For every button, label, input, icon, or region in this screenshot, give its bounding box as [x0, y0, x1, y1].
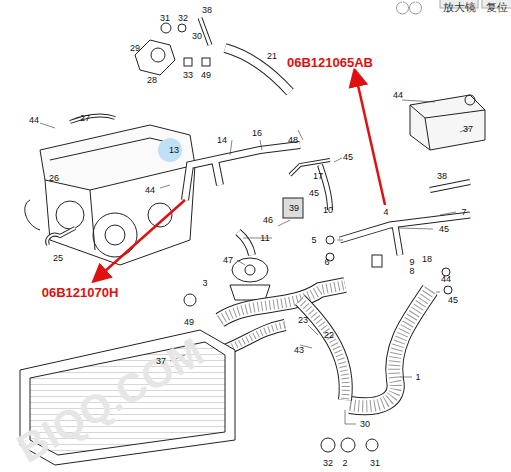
- callout-number: 11: [260, 234, 269, 243]
- callout-number: 37: [463, 125, 473, 134]
- callout-number: 37: [156, 357, 166, 366]
- toolbar-button: 放大镜: [443, 1, 476, 12]
- callout-number: 49: [184, 318, 194, 327]
- callout-number: 38: [202, 6, 212, 15]
- callout-number: 22: [324, 331, 334, 340]
- callout-number: 44: [29, 116, 39, 125]
- callout-number: 33: [183, 71, 193, 80]
- callout-number: 1: [415, 373, 420, 382]
- toolbar-button: 复位: [486, 1, 508, 12]
- callout-number: 29: [130, 44, 140, 53]
- callout-number: 25: [53, 254, 63, 263]
- callout-number: 39: [289, 204, 299, 213]
- callout-number: 2: [342, 459, 347, 468]
- callout-number: 28: [147, 76, 157, 85]
- part-number: 06B121070H: [41, 286, 120, 299]
- callout-number: 32: [178, 14, 188, 23]
- callout-number: 45: [439, 225, 449, 234]
- callout-number: 30: [192, 32, 202, 41]
- callout-number: 21: [267, 52, 277, 61]
- callout-number: 31: [160, 14, 170, 23]
- callout-number: 32: [323, 459, 333, 468]
- callout-number: 43: [294, 346, 304, 355]
- callout-number: 49: [201, 71, 211, 80]
- callout-number: 17: [313, 172, 323, 181]
- callout-number: 48: [288, 136, 298, 145]
- callout-number: 5: [311, 236, 316, 245]
- callout-number: 23: [298, 316, 308, 325]
- callout-number: 38: [437, 172, 447, 181]
- callout-number: 3: [202, 279, 207, 288]
- callout-number: 44: [441, 275, 451, 284]
- callout-number: 47: [223, 256, 233, 265]
- callout-number: 46: [263, 216, 273, 225]
- callout-number: 8: [409, 267, 414, 276]
- callout-number: 45: [343, 153, 353, 162]
- callout-number: 16: [252, 129, 262, 138]
- callout-number: 27: [80, 114, 90, 123]
- callout-number: 31: [370, 459, 380, 468]
- callout-number: 6: [324, 258, 329, 267]
- callout-number: 44: [393, 91, 403, 100]
- callout-number: 10: [323, 206, 333, 215]
- callout-number: 4: [383, 208, 388, 217]
- callout-number: 9: [409, 258, 414, 267]
- callout-number: 14: [217, 136, 227, 145]
- callout-number: 45: [448, 296, 458, 305]
- callout-number: 44: [145, 186, 155, 195]
- callout-number: 30: [360, 420, 370, 429]
- callout-number: 13: [169, 146, 179, 155]
- part-number: 06B121065AB: [286, 56, 374, 69]
- callout-number: 45: [309, 189, 319, 198]
- callout-number: 18: [422, 255, 432, 264]
- callout-number: 7: [461, 208, 466, 217]
- callout-number: 26: [49, 174, 59, 183]
